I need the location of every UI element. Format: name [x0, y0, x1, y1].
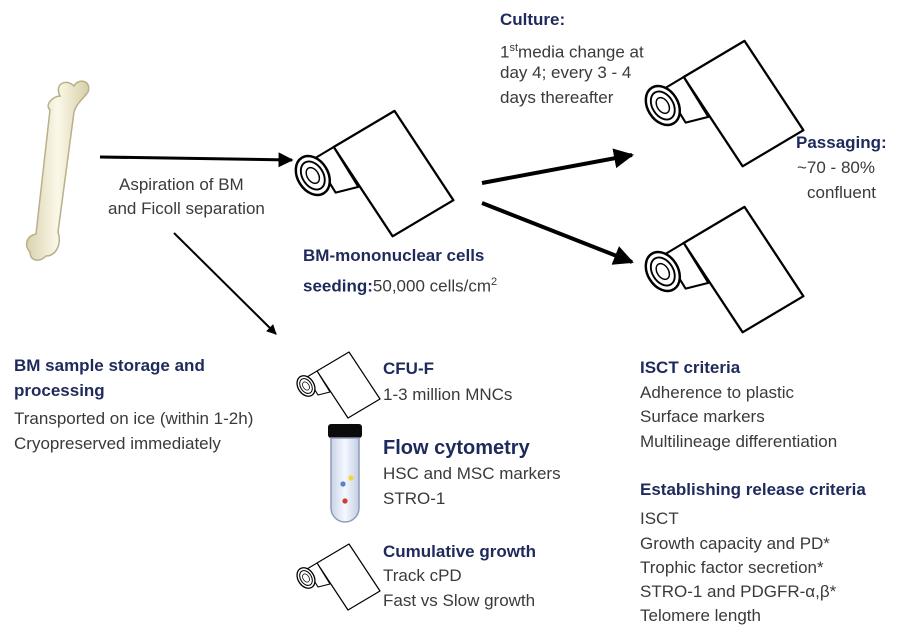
release-item: Growth capacity and PD*: [640, 534, 830, 553]
release-item: STRO-1 and PDGFR-α,β*: [640, 582, 837, 601]
isct-title: ISCT criteria: [640, 358, 741, 377]
flask-icon-passaging: [637, 205, 805, 334]
release-item: Telomere length: [640, 606, 761, 625]
passaging-line-1: ~70 - 80%: [797, 158, 875, 177]
arrow-to-storage: [173, 232, 277, 335]
passaging-line-2: confluent: [807, 183, 876, 202]
growth-line-1: Track cPD: [383, 566, 462, 585]
isct-item: Surface markers: [640, 407, 765, 426]
arrow-to-passage: [481, 201, 634, 265]
storage-line-2: Cryopreserved immediately: [14, 434, 221, 453]
passaging-title: Passaging:: [796, 133, 887, 152]
flask-icon-seeding: [287, 109, 455, 238]
cfu-line-1: 1-3 million MNCs: [383, 385, 513, 404]
aspiration-line-2: and Ficoll separation: [108, 199, 265, 218]
flask-icon-growth: [292, 543, 381, 611]
isct-item: Adherence to plastic: [640, 383, 795, 402]
isct-item: Multilineage differentiation: [640, 432, 838, 451]
culture-title: Culture:: [500, 10, 566, 29]
storage-title-1: BM sample storage and: [14, 356, 205, 375]
storage-title-2: processing: [14, 381, 105, 400]
flow-title: Flow cytometry: [383, 437, 530, 459]
culture-line-3: days thereafter: [500, 88, 614, 107]
culture-line-1: 1stmedia change at: [500, 42, 644, 62]
test-tube-icon: [328, 424, 362, 523]
arrow-to-seeding: [99, 152, 294, 168]
flask-icon-culture: [637, 39, 805, 168]
release-item: ISCT: [640, 509, 679, 528]
aspiration-line-1: Aspiration of BM: [119, 175, 244, 194]
growth-title: Cumulative growth: [383, 542, 537, 561]
flow-line-2: STRO-1: [383, 489, 446, 508]
seeding-title: BM-mononuclear cells: [303, 246, 485, 265]
release-title: Establishing release criteria: [640, 480, 866, 499]
flow-line-1: HSC and MSC markers: [383, 464, 561, 483]
growth-line-2: Fast vs Slow growth: [383, 591, 536, 610]
flask-icon-cfu: [292, 351, 381, 419]
storage-line-1: Transported on ice (within 1-2h): [14, 409, 254, 428]
arrow-to-culture: [481, 148, 634, 185]
culture-line-2: day 4; every 3 - 4: [500, 63, 632, 82]
release-item: Trophic factor secretion*: [640, 558, 824, 577]
bone-icon: [25, 80, 90, 261]
seeding-line: seeding:50,000 cells/cm2: [303, 276, 498, 296]
cfu-title: CFU-F: [383, 359, 434, 378]
